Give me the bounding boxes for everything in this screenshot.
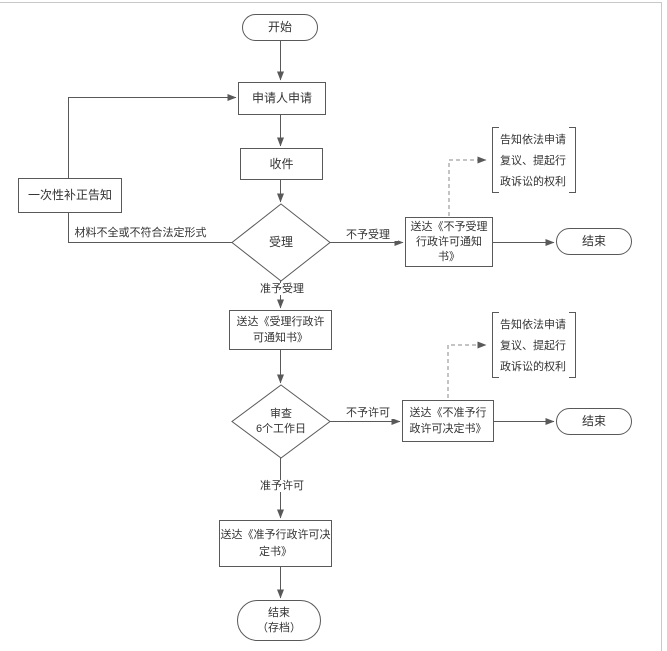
applicant-apply-label: 申请人申请 (251, 91, 312, 105)
receive-documents-label: 收件 (269, 156, 294, 171)
deny-notice-line1: 送达《不准予行 (409, 407, 487, 419)
review-line1: 审查 (270, 407, 292, 420)
edge-label-materials-incomplete: 材料不全或不符合法定形式 (74, 227, 207, 239)
note1-bracket-right (569, 127, 576, 193)
end-node-reject: 结束 (556, 228, 632, 255)
accept-decision-node: 受理 (232, 204, 330, 280)
note-top-line2: 复议、提起行 (500, 155, 566, 167)
edge-label-accepted: 准予受理 (253, 283, 311, 295)
grant-notice-node: 送达《准予行政许可决 定书》 (219, 520, 332, 567)
appeal-rights-note-top: 告知依法申请 复议、提起行 政诉讼的权利 (500, 130, 574, 193)
canvas-border-top (0, 2, 662, 3)
review-decision-diamond (231, 384, 331, 459)
end-deny-label: 结束 (581, 414, 606, 428)
receive-documents-node: 收件 (240, 148, 323, 180)
review-decision-node: 审查 6个工作日 (232, 385, 330, 458)
reject-notice-line3: 书》 (438, 250, 460, 263)
note1-bracket-left (492, 127, 499, 193)
accept-notice-line2: 可通知书》 (253, 332, 308, 344)
start-node: 开始 (242, 14, 318, 41)
accept-decision-diamond (231, 203, 331, 282)
accept-notice-node: 送达《受理行政许 可通知书》 (229, 310, 332, 350)
grant-notice-line1: 送达《准予行政许可决 (220, 528, 331, 541)
start-label: 开始 (267, 20, 292, 34)
reject-notice-line2: 行政许可通知 (416, 235, 482, 248)
edge-denynotice-note-dashed (447, 341, 487, 398)
correction-notice-node: 一次性补正告知 (18, 178, 122, 213)
correction-notice-label: 一次性补正告知 (27, 188, 112, 202)
end-node-deny: 结束 (556, 408, 632, 435)
deny-notice-node: 送达《不准予行 政许可决定书》 (402, 400, 494, 442)
edge-label-permitted: 准予许可 (253, 480, 311, 492)
deny-notice-line2: 政许可决定书》 (409, 423, 487, 435)
note-bottom-line1: 告知依法申请 (500, 319, 566, 331)
edge-label-not-permitted: 不予许可 (338, 407, 398, 419)
edge-accept-correction-apply (68, 94, 237, 243)
appeal-rights-note-bottom: 告知依法申请 复议、提起行 政诉讼的权利 (500, 315, 574, 378)
edge-label-not-accepted: 不予受理 (338, 229, 398, 241)
note-top-line3: 政诉讼的权利 (500, 176, 566, 188)
accept-notice-line1: 送达《受理行政许 (236, 316, 325, 328)
reject-notice-line1: 送达《不予受理 (410, 220, 488, 233)
note-top-line1: 告知依法申请 (500, 134, 566, 146)
review-line2: 6个工作日 (255, 422, 307, 435)
note2-bracket-right (569, 312, 576, 378)
grant-notice-line2: 定书》 (259, 545, 292, 558)
note-bottom-line2: 复议、提起行 (500, 340, 566, 352)
accept-decision-label: 受理 (268, 234, 293, 249)
note-bottom-line3: 政诉讼的权利 (500, 361, 566, 373)
edge-rejectnotice-note-dashed (448, 156, 487, 216)
end-archive-line2: （存档） (257, 621, 301, 634)
applicant-apply-node: 申请人申请 (238, 82, 326, 115)
canvas-border-right (661, 2, 662, 651)
end-archive-node: 结束 （存档） (237, 600, 321, 641)
end-reject-label: 结束 (581, 234, 606, 248)
reject-notice-node: 送达《不予受理 行政许可通知 书》 (405, 217, 493, 267)
note2-bracket-left (492, 312, 499, 378)
end-archive-line1: 结束 (268, 606, 290, 619)
